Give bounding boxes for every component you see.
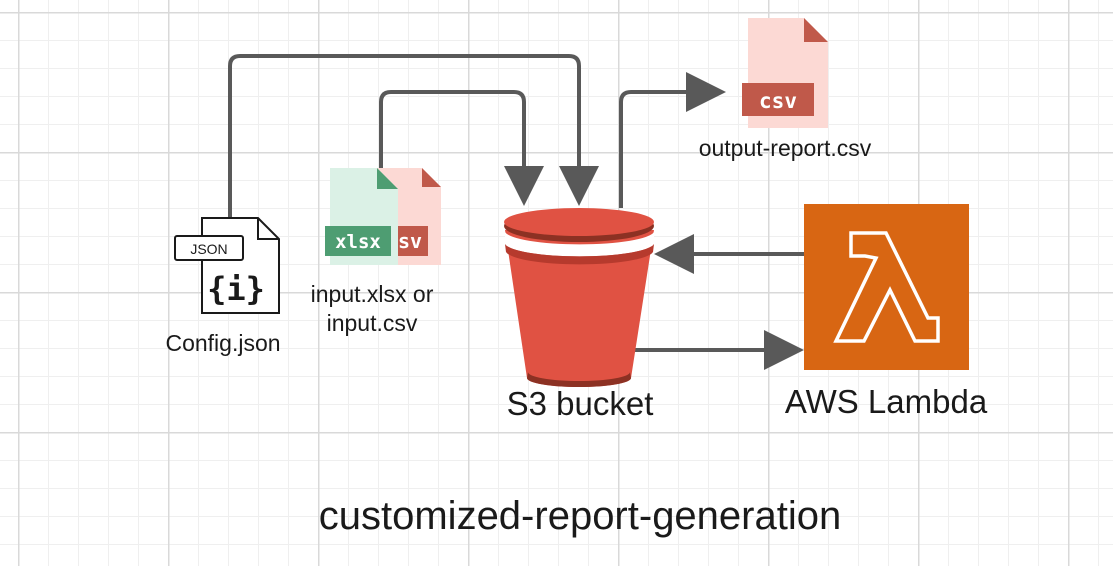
edge-config-to-s3 (228, 54, 599, 218)
edge-s3-to-output (619, 72, 726, 208)
s3-bucket-icon (504, 208, 654, 387)
csv-output-file-icon: csv (742, 18, 828, 128)
aws-lambda-label: AWS Lambda (784, 383, 988, 420)
s3-bucket-label: S3 bucket (506, 385, 654, 422)
xlsx-input-file-icon: xlsx (325, 168, 398, 265)
svg-text:xlsx: xlsx (335, 231, 381, 253)
config-json-label: Config.json (165, 330, 281, 356)
input-files-label: input.xlsx or input.csv (310, 281, 434, 336)
json-file-icon: JSON {i} (174, 217, 280, 314)
svg-text:csv: csv (759, 89, 797, 113)
svg-text:sv: sv (398, 229, 422, 253)
aws-lambda-icon (804, 204, 969, 370)
edge-input-to-s3 (379, 90, 544, 206)
svg-text:{i}: {i} (207, 270, 265, 308)
output-report-label: output-report.csv (698, 135, 872, 161)
svg-text:JSON: JSON (190, 241, 227, 257)
diagram-title: customized-report-generation (318, 494, 842, 538)
